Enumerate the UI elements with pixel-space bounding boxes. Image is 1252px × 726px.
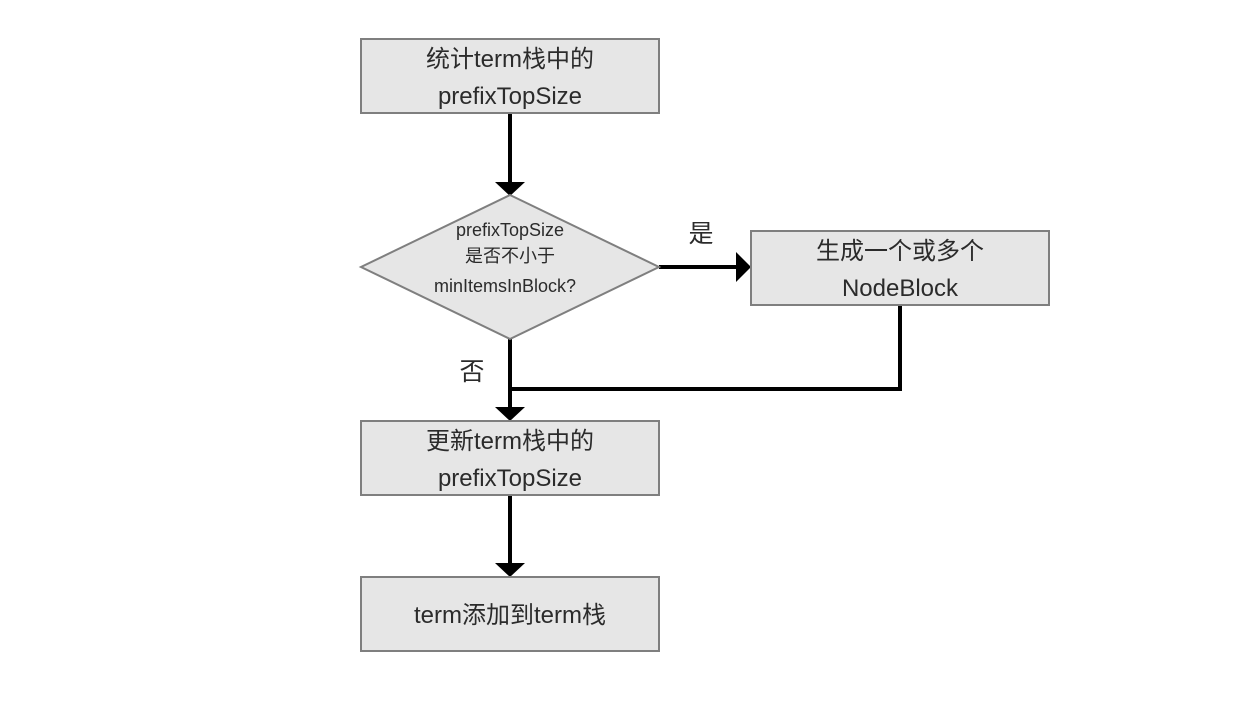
node-decision-line2: 是否不小于 — [465, 246, 555, 266]
node-update-prefix-line1: 更新term栈中的 — [426, 428, 594, 455]
node-generate-block-line1: 生成一个或多个 — [816, 238, 984, 265]
node-generate-block-line2: NodeBlock — [842, 275, 959, 302]
node-count-prefix-line1: 统计term栈中的 — [426, 46, 594, 73]
node-count-prefix-line2: prefixTopSize — [438, 83, 582, 110]
edges — [495, 113, 902, 577]
arrowhead-icon — [495, 407, 525, 421]
edge-decision-to-generate — [659, 252, 751, 282]
node-generate-block: 生成一个或多个 NodeBlock — [750, 230, 1050, 306]
node-push-term-line1: term添加到term栈 — [414, 602, 606, 629]
edge-generate-to-update — [495, 305, 902, 421]
edge-update-to-push — [495, 495, 525, 577]
arrowhead-icon — [736, 252, 751, 282]
node-update-prefix-line2: prefixTopSize — [438, 465, 582, 492]
node-update-prefix: 更新term栈中的 prefixTopSize — [360, 420, 660, 496]
node-push-term: term添加到term栈 — [360, 576, 660, 652]
edge-count-to-decision — [495, 113, 525, 196]
arrowhead-icon — [495, 563, 525, 577]
node-decision: prefixTopSize 是否不小于 minItemsInBlock? — [358, 193, 662, 341]
edge-label-yes: 是 — [688, 220, 713, 248]
node-decision-line1: prefixTopSize — [456, 220, 564, 240]
edge-label-no: 否 — [459, 358, 484, 386]
node-decision-line3: minItemsInBlock? — [434, 276, 576, 296]
arrowhead-icon — [495, 182, 525, 196]
node-count-prefix: 统计term栈中的 prefixTopSize — [360, 38, 660, 114]
